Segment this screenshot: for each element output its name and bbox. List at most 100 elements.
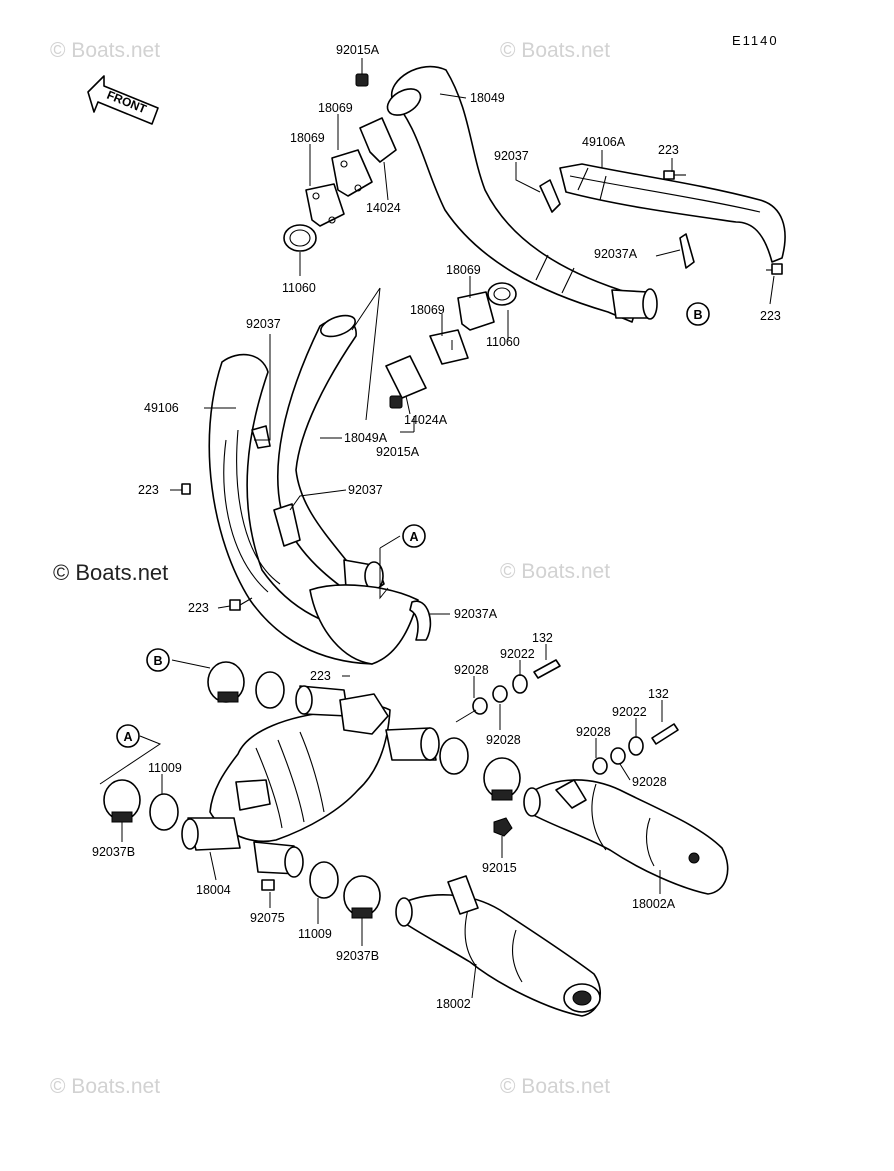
part-label: 223	[658, 143, 679, 157]
part-label: 92037A	[594, 247, 638, 261]
bolt-223-left	[181, 483, 191, 495]
gasket-11060	[283, 224, 317, 252]
clamp-ring-B	[207, 661, 245, 703]
heat-shield-49106A	[559, 163, 786, 263]
collar-14024	[359, 117, 397, 163]
chamber-inlet	[295, 685, 440, 761]
collar-14024A	[385, 355, 427, 399]
flange-18069-b	[305, 183, 345, 227]
part-label: 11009	[298, 927, 332, 941]
part-label: 11009	[148, 761, 182, 775]
clamp-92037-mid	[273, 503, 301, 547]
part-label: 14024	[366, 201, 401, 215]
part-label: 223	[188, 601, 209, 615]
bolt-223-right	[766, 263, 783, 275]
part-label: 11060	[486, 335, 520, 349]
collector-shield	[309, 584, 419, 665]
nut-92015A-top	[355, 73, 369, 87]
part-label: 92022	[500, 647, 535, 661]
header-pipe-18049	[386, 65, 658, 323]
bolt-223-lower-left	[229, 597, 253, 611]
svg-text:A: A	[123, 730, 132, 744]
part-label: 92037	[494, 149, 529, 163]
bracket	[339, 693, 389, 735]
callout-A-upper: A	[402, 524, 426, 548]
washer-92022-a	[512, 674, 528, 694]
flange-18069-a	[331, 149, 373, 197]
part-label: 223	[310, 669, 331, 683]
part-label: 49106	[144, 401, 179, 415]
part-label: 18049A	[344, 431, 388, 445]
clamp-92037-left	[251, 425, 271, 449]
washer-92028-d	[592, 757, 608, 775]
part-label: 18004	[196, 883, 231, 897]
part-label: 18002	[436, 997, 471, 1011]
part-label: 92028	[486, 733, 521, 747]
clamp-ring-A	[103, 779, 141, 823]
front-arrow-icon: FRONT	[87, 75, 159, 125]
part-label: 92037B	[336, 949, 379, 963]
part-label: 92022	[612, 705, 647, 719]
flange-18069-d	[429, 329, 469, 365]
part-label: 92028	[576, 725, 611, 739]
part-label: 92037A	[454, 607, 498, 621]
watermark: © Boats.net	[500, 560, 610, 583]
part-label: 92015	[482, 861, 517, 875]
part-label: 132	[648, 687, 669, 701]
bolt-132-a	[533, 659, 561, 679]
callout-B-right: B	[686, 302, 710, 326]
callout-B-left: B	[146, 648, 170, 672]
bolt-223-upper	[663, 170, 686, 180]
part-label: 132	[532, 631, 553, 645]
header-pipe-18049A	[276, 314, 385, 601]
clamp-92037A-lower	[409, 600, 432, 641]
part-label: 92037	[348, 483, 383, 497]
svg-text:B: B	[693, 308, 702, 322]
part-label: 92037B	[92, 845, 135, 859]
watermark: © Boats.net	[50, 1075, 160, 1098]
washer-92022-b	[628, 736, 644, 756]
nut-92015	[493, 817, 513, 837]
clamp-92037B-right	[343, 875, 381, 919]
part-label: 92028	[454, 663, 489, 677]
diagram-code: E1140	[732, 33, 779, 48]
part-label: 92015A	[376, 445, 420, 459]
part-label: 18069	[410, 303, 445, 317]
part-label: 223	[138, 483, 159, 497]
nut-92075	[261, 879, 275, 891]
watermark: © Boats.net	[53, 560, 168, 585]
part-label: 18069	[318, 101, 353, 115]
sleeve-11009-b	[309, 861, 339, 899]
part-label: 18069	[446, 263, 481, 277]
part-label: 49106A	[582, 135, 626, 149]
sleeve-B	[255, 671, 285, 709]
gasket-11060-b	[487, 282, 517, 306]
svg-text:B: B	[153, 654, 162, 668]
clamp-mid	[483, 757, 521, 801]
flange-18069-c	[457, 291, 495, 331]
nut-92015A-mid	[389, 395, 403, 409]
watermark: © Boats.net	[500, 39, 610, 62]
part-label: 18002A	[632, 897, 676, 911]
watermark: © Boats.net	[50, 39, 160, 62]
chamber-outlet	[181, 817, 304, 878]
washer-92028-b	[472, 697, 488, 715]
sleeve-mid	[439, 737, 469, 775]
clamp-92037	[539, 179, 561, 213]
part-label: 11060	[282, 281, 316, 295]
muffler-18002	[395, 875, 602, 1017]
watermark: © Boats.net	[500, 1075, 610, 1098]
part-label: 18069	[290, 131, 325, 145]
part-label: 14024A	[404, 413, 448, 427]
leader-lines	[99, 58, 775, 999]
sleeve-11009-a	[149, 793, 179, 831]
washer-92028-c	[610, 747, 626, 765]
part-label: 92075	[250, 911, 285, 925]
clamp-92037A-upper	[679, 233, 695, 269]
part-labels: 92015A 18049 18069 18069 14024 11060 920…	[92, 43, 781, 1011]
callout-A-lower: A	[116, 724, 140, 748]
part-label: 92015A	[336, 43, 380, 57]
washer-92028-a	[492, 685, 508, 703]
